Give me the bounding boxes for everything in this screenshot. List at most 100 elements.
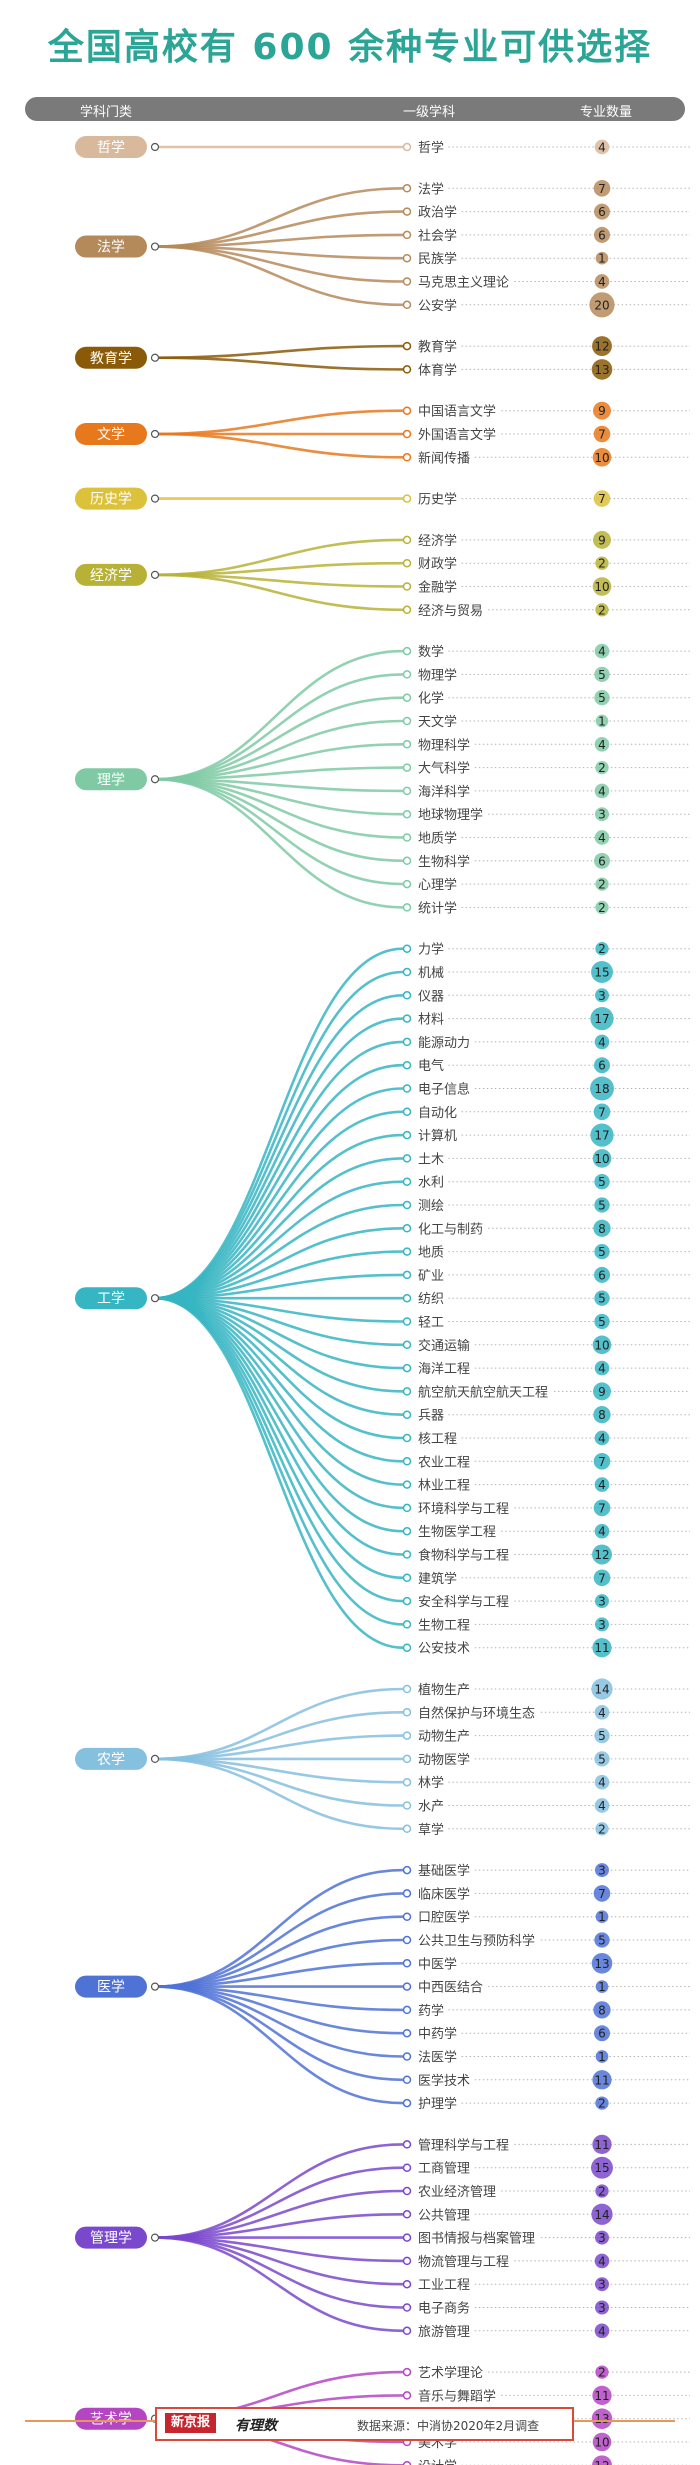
leaf-node-7-22 [402,1457,412,1466]
category-node-0 [150,142,160,152]
discipline-label-7-14: 矿业 [418,1269,444,1284]
count-bubble-10-7 [595,2300,609,2315]
discipline-label-9-4: 中医学 [418,1956,457,1972]
count-value-6-3: 1 [598,715,606,729]
column-header-bar: 学科门类 一级学科 专业数量 [25,97,685,121]
count-bubble-5-1 [595,556,609,570]
leaf-node-7-9 [402,1154,412,1163]
branch-2-0 [154,344,404,360]
discipline-label-1-3: 民族学 [418,251,457,267]
count-bubble-8-0 [591,1678,613,1700]
leaf-node-7-24 [402,1503,412,1513]
branch-9-0 [154,1868,404,1988]
discipline-label-10-7: 电子商务 [418,2301,470,2317]
branch-7-4 [154,1040,404,1300]
discipline-label-6-8: 地质学 [418,831,457,847]
discipline-label-7-0: 力学 [418,942,444,958]
count-value-7-1: 15 [594,966,609,980]
leaf-node-7-28 [402,1596,412,1606]
count-value-8-0: 14 [594,1683,609,1697]
count-bubble-6-8 [594,830,610,845]
discipline-label-8-4: 林学 [418,1775,444,1791]
count-bubble-8-1 [594,1704,610,1720]
leaf-node-10-7 [402,2303,412,2312]
count-value-1-3: 1 [598,252,606,266]
count-bubble-1-3 [595,251,609,265]
data-source: 数据来源：中消协2020年2月调查 [357,2419,540,2433]
count-bubble-9-0 [595,1863,609,1878]
leaf-node-7-26 [402,1550,412,1559]
count-value-7-6: 18 [594,1082,609,1096]
count-bubble-7-27 [593,1569,611,1587]
count-bubble-7-17 [592,1335,612,1355]
discipline-label-7-29: 生物工程 [418,1618,470,1633]
count-value-1-1: 6 [598,205,606,219]
discipline-label-9-10: 护理学 [418,2096,457,2112]
branch-7-3 [154,1017,404,1300]
count-value-11-0: 2 [598,2366,606,2380]
leaf-node-7-13 [402,1247,412,1256]
branch-2-1 [154,356,404,371]
discipline-label-9-9: 医学技术 [418,2073,470,2089]
count-bubble-9-7 [594,2025,610,2042]
discipline-label-9-2: 口腔医学 [418,1910,470,1926]
leaf-node-11-4 [402,2461,412,2465]
discipline-label-7-13: 地质 [418,1246,444,1261]
count-bubble-7-7 [593,1103,611,1121]
leaf-node-8-3 [402,1754,412,1764]
count-bubble-2-0 [592,336,612,357]
category-chip-6 [75,768,147,791]
count-value-3-1: 7 [598,428,606,442]
discipline-label-8-1: 自然保护与环境生态 [418,1705,535,1721]
count-bubble-1-1 [594,203,610,220]
leaf-node-7-8 [402,1130,412,1140]
count-bubble-7-30 [592,1638,612,1658]
leaf-node-10-3 [402,2210,412,2219]
count-value-6-7: 3 [598,808,606,822]
discipline-label-8-6: 草学 [418,1822,444,1838]
category-label-11: 艺术学 [90,2412,132,2428]
count-value-7-17: 10 [594,1338,609,1352]
branch-1-0 [154,187,404,248]
discipline-label-7-12: 化工与制药 [418,1222,483,1237]
count-bubble-9-1 [593,1885,611,1902]
discipline-label-7-10: 水利 [418,1176,444,1191]
count-value-8-6: 2 [598,1822,606,1836]
leaf-node-8-4 [402,1777,412,1787]
branch-10-8 [154,2236,404,2333]
leaf-node-7-19 [402,1387,412,1396]
discipline-label-10-3: 公共管理 [418,2208,470,2223]
count-value-7-30: 11 [594,1641,609,1655]
leaf-node-7-20 [402,1410,412,1419]
count-bubble-7-18 [594,1360,610,1376]
count-bubble-9-8 [595,2050,609,2063]
leaf-node-6-10 [402,879,412,889]
branch-10-0 [154,2143,404,2239]
branch-9-10 [154,1985,404,2105]
count-bubble-7-9 [592,1149,612,1168]
count-bubble-10-5 [594,2253,610,2269]
count-value-7-8: 17 [594,1129,609,1143]
count-bubble-10-1 [591,2156,613,2179]
count-bubble-7-5 [594,1057,610,1074]
count-value-1-4: 4 [598,275,606,289]
leaf-node-9-0 [402,1865,412,1875]
leaf-node-10-5 [402,2256,412,2266]
count-bubble-1-0 [593,179,611,197]
leaf-node-7-5 [402,1060,412,1070]
discipline-label-8-5: 水产 [418,1800,444,1815]
category-chip-8 [75,1747,147,1770]
count-value-9-3: 5 [598,1934,606,1948]
count-bubble-6-3 [595,714,609,728]
category-label-8: 农学 [97,1752,125,1768]
count-value-7-13: 5 [598,1245,606,1259]
branch-5-1 [154,561,404,577]
count-value-3-0: 9 [598,404,606,418]
leaf-node-8-6 [402,1824,412,1834]
count-value-7-3: 17 [594,1012,609,1026]
category-node-6 [150,775,160,784]
count-value-7-7: 7 [598,1105,606,1119]
leaf-node-6-7 [402,809,412,819]
discipline-label-9-1: 临床医学 [418,1886,470,1902]
